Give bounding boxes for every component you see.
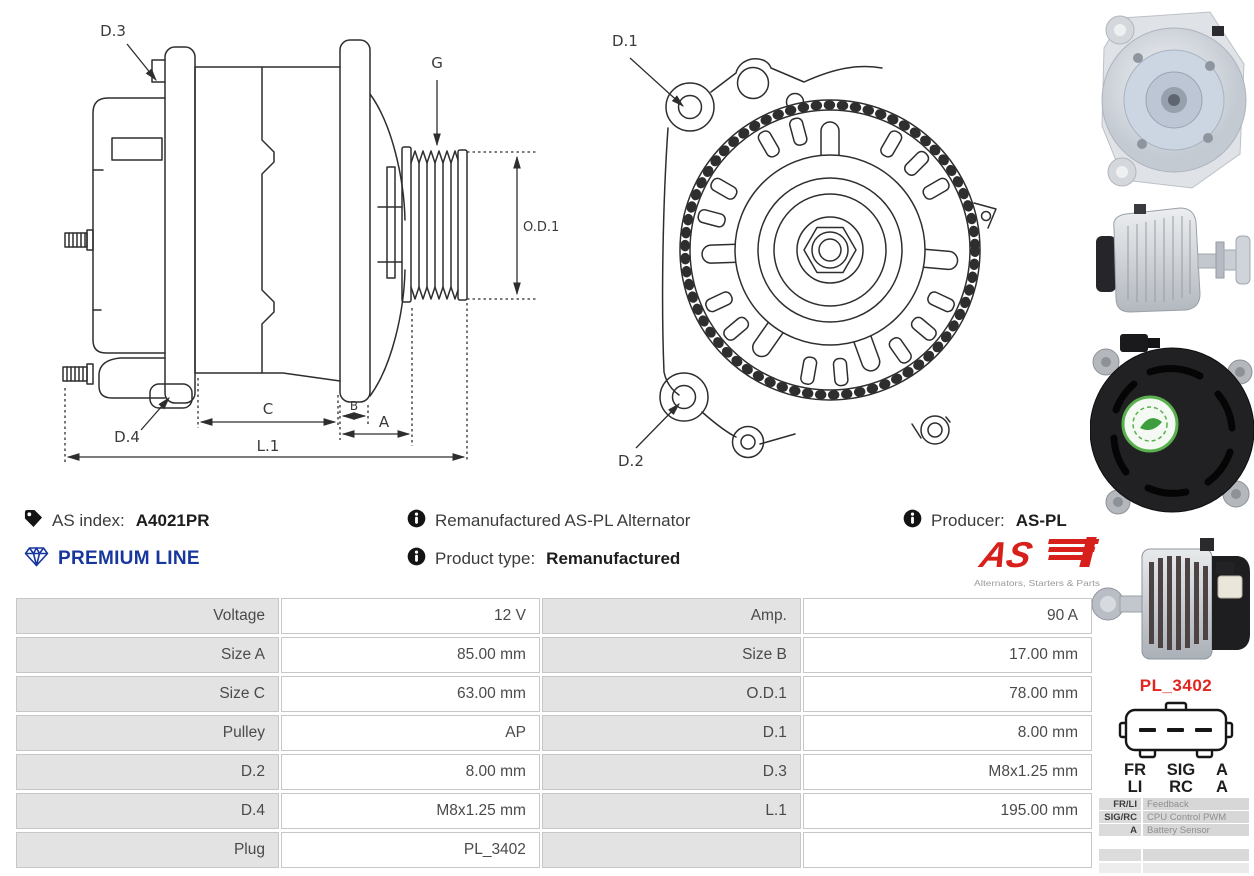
spec-label: D.1 [541, 715, 801, 751]
legend-desc: Feedback [1143, 798, 1249, 810]
spec-value: 63.00 mm [280, 676, 540, 712]
legend-empty-row [1099, 849, 1249, 861]
premium-line-label: PREMIUM LINE [58, 548, 200, 569]
producer-value: AS-PL [1015, 511, 1067, 530]
dim-label-d1: D.1 [612, 32, 638, 50]
spec-label: Plug [16, 832, 279, 868]
description-line: Remanufactured AS-PL Alternator [407, 509, 690, 533]
connector-diagram [1118, 701, 1234, 759]
tag-icon [24, 509, 43, 533]
dim-label-g: G [431, 54, 443, 72]
brand-logo-text: AS [975, 536, 1036, 575]
legend-pin: A [1099, 824, 1141, 836]
product-type-label: Product type: [435, 549, 536, 568]
spec-value: 8.00 mm [280, 754, 540, 790]
side-view-drawing: D.3 G O.D.1 D.4 C B A L.1 [62, 22, 559, 462]
connector-pin-labels: FR SIG A LI RC A [1094, 762, 1254, 796]
spec-value: PL_3402 [280, 832, 540, 868]
spec-value: 8.00 mm [802, 715, 1092, 751]
pin-label: SIG [1166, 761, 1196, 779]
spec-label: D.3 [541, 754, 801, 790]
product-photo-rear [1090, 334, 1254, 515]
spec-label: Size A [16, 637, 279, 673]
spec-row: Voltage 12 V Amp. 90 A [16, 598, 1092, 634]
product-photo-front [1101, 11, 1247, 189]
spec-value: 85.00 mm [280, 637, 540, 673]
product-photo-side2 [1091, 538, 1250, 660]
brand-tagline: Alternators, Starters & Parts [974, 578, 1100, 588]
product-type-line: Product type: Remanufactured [407, 547, 680, 571]
spec-row: D.2 8.00 mm D.3 M8x1.25 mm [16, 754, 1092, 790]
spec-label: Amp. [541, 598, 801, 634]
as-index-line: AS index: A4021PR [24, 509, 209, 533]
spec-row: Pulley AP D.1 8.00 mm [16, 715, 1092, 751]
front-view-drawing: D.1 D.2 [612, 32, 997, 470]
plug-code-title: PL_3402 [1139, 676, 1213, 695]
legend-pin: FR/LI [1099, 798, 1141, 810]
spec-label: Size B [541, 637, 801, 673]
pin-label: A [1216, 761, 1228, 779]
pin-label: LI [1127, 778, 1143, 796]
pin-label: FR [1124, 761, 1146, 779]
info-icon [407, 547, 426, 571]
connector-legend-table: FR/LI Feedback SIG/RC CPU Control PWM A … [1097, 797, 1251, 837]
spec-label: L.1 [541, 793, 801, 829]
spec-value [802, 832, 1092, 868]
spec-value: 78.00 mm [802, 676, 1092, 712]
spec-row: Size A 85.00 mm Size B 17.00 mm [16, 637, 1092, 673]
diamond-icon [24, 546, 49, 572]
legend-desc: CPU Control PWM [1143, 811, 1249, 823]
pin-label: A [1216, 778, 1228, 796]
spec-table: Voltage 12 V Amp. 90 A Size A 85.00 mm S… [14, 595, 1094, 871]
legend-empty-row [1099, 863, 1249, 873]
spec-label: Size C [16, 676, 279, 712]
brand-logo: AS Alternators, Starters & Parts [972, 535, 1102, 592]
product-photo-side [1096, 204, 1251, 313]
product-type-value: Remanufactured [546, 549, 681, 568]
dim-label-od1: O.D.1 [523, 220, 559, 235]
spec-value: 12 V [280, 598, 540, 634]
spec-label: Voltage [16, 598, 279, 634]
description-text: Remanufactured AS-PL Alternator [435, 511, 691, 530]
spec-row: Size C 63.00 mm O.D.1 78.00 mm [16, 676, 1092, 712]
spec-row: D.4 M8x1.25 mm L.1 195.00 mm [16, 793, 1092, 829]
spec-value: 90 A [802, 598, 1092, 634]
spec-label: O.D.1 [541, 676, 801, 712]
legend-row: SIG/RC CPU Control PWM [1099, 811, 1249, 823]
spec-value: AP [280, 715, 540, 751]
spec-label [541, 832, 801, 868]
dim-label-d3: D.3 [100, 22, 126, 40]
spec-value: M8x1.25 mm [280, 793, 540, 829]
dim-label-d4: D.4 [114, 428, 140, 446]
info-icon [903, 509, 922, 533]
dim-label-c: C [263, 400, 273, 418]
producer-line: Producer: AS-PL [903, 509, 1067, 533]
dim-label-b: B [350, 399, 358, 413]
premium-line: PREMIUM LINE [24, 546, 200, 572]
legend-desc: Battery Sensor [1143, 824, 1249, 836]
legend-empty-rows [1099, 849, 1249, 875]
spec-row: Plug PL_3402 [16, 832, 1092, 868]
spec-label: D.2 [16, 754, 279, 790]
spec-value: M8x1.25 mm [802, 754, 1092, 790]
info-icon [407, 509, 426, 533]
dim-label-a: A [379, 413, 390, 431]
spec-label: D.4 [16, 793, 279, 829]
legend-pin: SIG/RC [1099, 811, 1141, 823]
as-index-value: A4021PR [135, 511, 210, 530]
legend-row: A Battery Sensor [1099, 824, 1249, 836]
dim-label-d2: D.2 [618, 452, 644, 470]
spec-value: 195.00 mm [802, 793, 1092, 829]
producer-label: Producer: [931, 511, 1005, 530]
legend-row: FR/LI Feedback [1099, 798, 1249, 810]
spec-label: Pulley [16, 715, 279, 751]
pin-label: RC [1169, 778, 1193, 796]
dim-label-l1: L.1 [257, 437, 280, 455]
as-index-label: AS index: [52, 511, 125, 530]
spec-value: 17.00 mm [802, 637, 1092, 673]
